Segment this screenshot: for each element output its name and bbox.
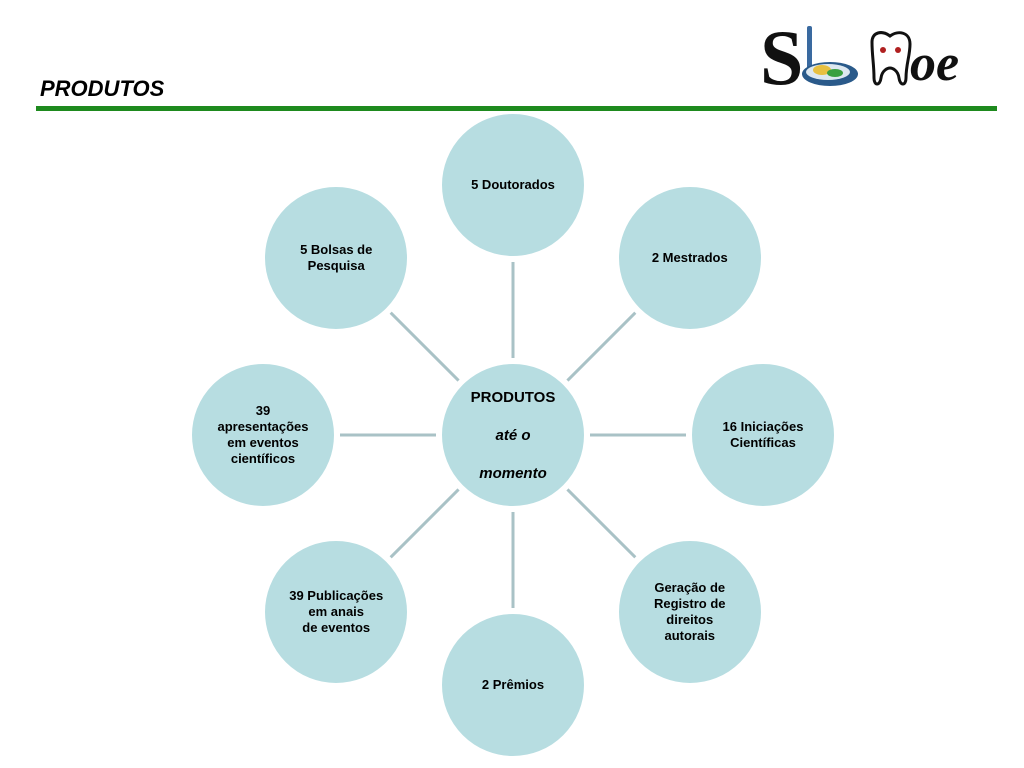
svg-text:oe: oe — [910, 35, 959, 92]
center-subtitle-line2: momento — [479, 464, 547, 482]
node-label: 39 apresentações em eventos científicos — [217, 403, 309, 466]
node-apresentacoes: 39 apresentações em eventos científicos — [190, 362, 336, 508]
svg-text:S: S — [760, 18, 803, 94]
center-title: PRODUTOS — [470, 388, 556, 406]
node-label: Geração de Registro de direitos autorais — [654, 579, 726, 643]
connector-line — [389, 488, 460, 559]
node-label: 39 Publicações em anais de eventos — [289, 587, 384, 635]
node-doutorados: 5 Doutorados — [440, 112, 586, 258]
slide-title: PRODUTOS — [40, 76, 165, 101]
center-node-produtos: PRODUTOS até o momento — [440, 362, 586, 508]
node-iniciacoes-cientificas: 16 Iniciações Científicas — [690, 362, 836, 508]
connector-line — [566, 488, 637, 559]
node-registro-direitos-autorais: Geração de Registro de direitos autorais — [616, 538, 763, 685]
node-publicacoes: 39 Publicações em anais de eventos — [263, 538, 410, 685]
node-mestrados: 2 Mestrados — [616, 185, 763, 332]
node-label: 5 Bolsas de Pesquisa — [300, 242, 373, 274]
node-label: 2 Mestrados — [651, 250, 728, 266]
node-label: 5 Doutorados — [471, 177, 555, 192]
title-rule — [36, 106, 997, 111]
node-bolsas-pesquisa: 5 Bolsas de Pesquisa — [263, 185, 410, 332]
center-subtitle-line1: até o — [495, 426, 531, 444]
connector-line — [566, 311, 637, 382]
connector-line — [389, 311, 460, 382]
node-premios: 2 Prêmios — [440, 612, 586, 758]
node-label: 2 Prêmios — [481, 677, 545, 692]
stomatology-logo-icon: S oe — [760, 14, 995, 101]
node-label: 16 Iniciações Científicas — [722, 419, 804, 450]
